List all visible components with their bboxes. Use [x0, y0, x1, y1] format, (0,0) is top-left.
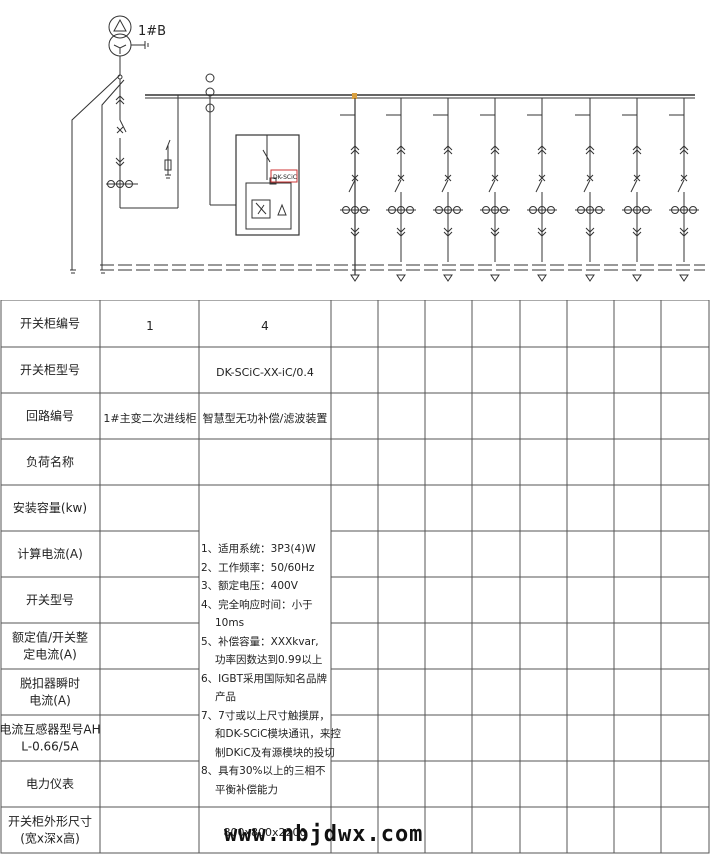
note-line: 制DKiC及有源模块的投切: [215, 746, 335, 759]
feeder-4: [480, 98, 510, 282]
note-line: 功率因数达到0.99以上: [215, 654, 323, 666]
col1-number: 1: [146, 319, 154, 333]
feeder-5: [527, 98, 557, 282]
col2-number: 4: [261, 319, 269, 333]
single-line-diagram: 1#B DK-SCiC: [70, 15, 705, 282]
note-line: 1、适用系统：3P3(4)W: [201, 543, 316, 555]
col2-circuit: 智慧型无功补偿/滤波装置: [203, 411, 328, 425]
note-line: 3、额定电压：400V: [201, 580, 298, 592]
note-line: 产品: [215, 691, 236, 703]
feeder-2: [386, 98, 416, 282]
row-label: 安装容量(kw): [13, 500, 87, 515]
note-line: 和DK-SCiC模块通讯，来控: [215, 728, 341, 740]
note-line: 7、7寸或以上尺寸触摸屏，: [201, 709, 330, 722]
transformer-label: 1#B: [138, 24, 166, 39]
module-tag: DK-SCiC: [273, 174, 297, 181]
feeder-1: [340, 98, 370, 282]
row-label: 脱扣器瞬时电流(A): [20, 676, 80, 708]
note-line: 6、IGBT采用国际知名品牌: [201, 672, 328, 685]
row-label: 回路编号: [26, 408, 74, 423]
note-line: 2、工作频率：50/60Hz: [201, 561, 315, 574]
note-line: 平衡补偿能力: [215, 783, 278, 796]
row-label: 额定值/开关整定电流(A): [12, 630, 88, 662]
col2-notes: 1、适用系统：3P3(4)W 2、工作频率：50/60Hz 3、额定电压：400V 4…: [201, 540, 341, 799]
watermark: www.nbjdwx.com: [224, 822, 424, 847]
row-label: 开关柜型号: [20, 363, 80, 377]
transformer-winding-top: [108, 15, 132, 39]
row-label: 电力仪表: [26, 777, 74, 791]
row-label: 开关柜外形尺寸(宽x深x高): [8, 815, 92, 846]
col1-circuit: 1#主变二次进线柜: [103, 411, 196, 425]
note-line: 8、具有30%以上的三相不: [201, 765, 326, 777]
feeder-8: [669, 98, 699, 282]
note-line: 10ms: [215, 617, 245, 629]
note-line: 5、补偿容量：XXXkvar,: [201, 635, 319, 648]
feeder-6: [575, 98, 605, 282]
note-line: 4、完全响应时间：小于: [201, 598, 313, 611]
col2-size: 800x800x2200: [223, 826, 306, 839]
module-tag-box: [270, 169, 298, 183]
svg-module-box: [245, 182, 292, 230]
feeder-3: [433, 98, 463, 282]
row-label: 负荷名称: [26, 454, 74, 469]
row-label: 开关型号: [26, 593, 74, 607]
row-label: 计算电流(A): [17, 546, 83, 561]
col2-model: DK-SCiC-XX-iC/0.4: [216, 366, 314, 379]
row-label: 开关柜编号: [20, 316, 80, 331]
feeder-group: [340, 98, 699, 282]
delta-symbol: [113, 18, 127, 32]
feeder-7: [622, 98, 652, 282]
